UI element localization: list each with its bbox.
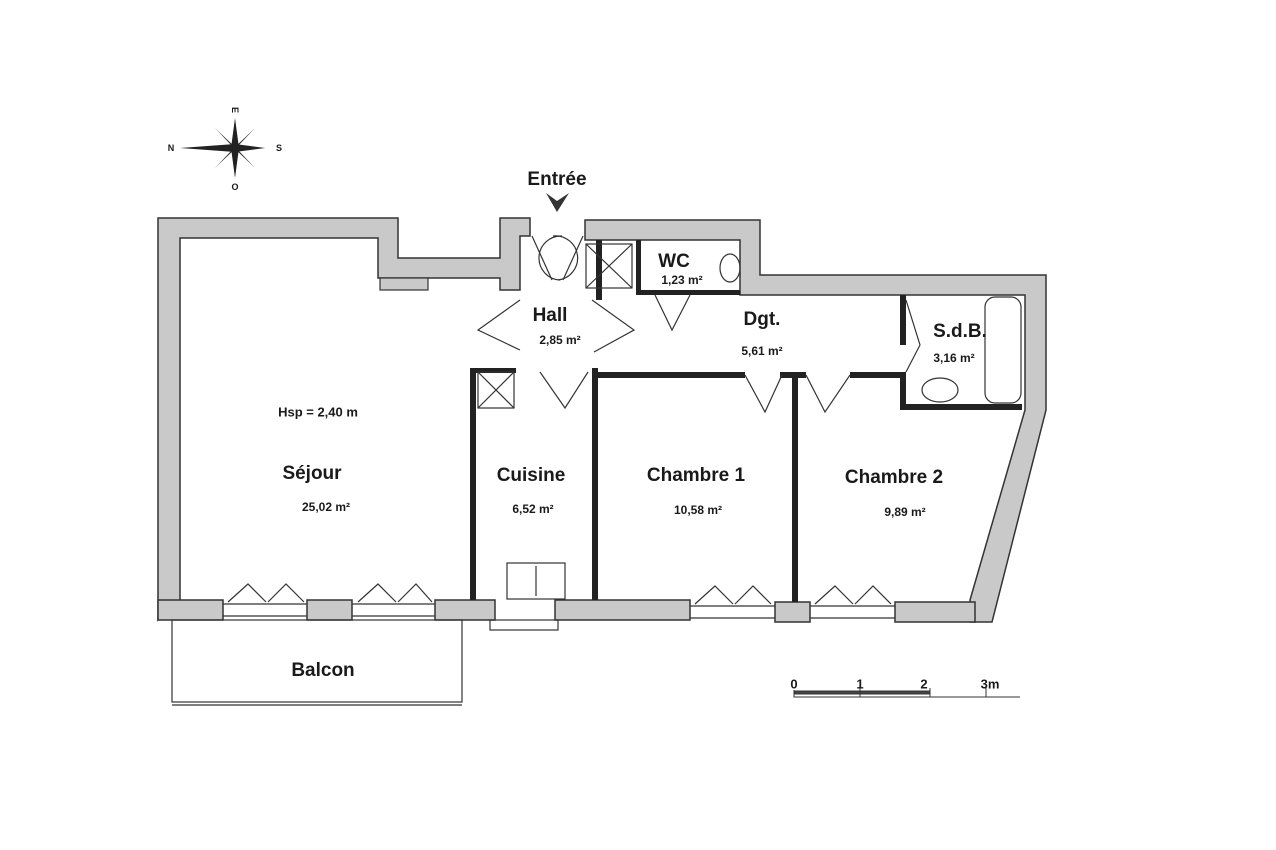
entrance-label: Entrée: [527, 169, 587, 190]
compass-west: O: [231, 182, 239, 192]
scale-tick: 1: [856, 676, 864, 692]
interior-walls: [470, 240, 1022, 602]
room-name-dgt: Dgt.: [743, 309, 781, 330]
room-area-chambre-1: 10,58 m²: [673, 503, 723, 517]
compass-east: E: [230, 106, 240, 114]
room-area-dgt: 5,61 m²: [741, 344, 783, 358]
room-area-wc: 1,23 m²: [661, 273, 703, 287]
scale-tick: 3m: [980, 676, 1000, 692]
room-name-chambre-2: Chambre 2: [844, 467, 944, 488]
room-name-sejour: Séjour: [282, 463, 342, 484]
room-area-sejour: 25,02 m²: [301, 500, 351, 514]
windows: [223, 277, 895, 631]
compass-rose-icon: [180, 118, 265, 178]
room-area-hall: 2,85 m²: [539, 333, 581, 347]
compass-south: S: [275, 143, 283, 153]
room-area-chambre-2: 9,89 m²: [884, 505, 926, 519]
scale-tick: 0: [790, 676, 798, 692]
room-name-sdb: S.d.B.: [933, 321, 987, 342]
ceiling-height: Hsp = 2,40 m: [278, 404, 358, 420]
room-name-wc: WC: [658, 251, 690, 272]
scale-tick: 2: [920, 676, 928, 692]
entrance-arrow-icon: [546, 193, 569, 212]
room-name-hall: Hall: [532, 305, 568, 326]
balcony-label: Balcon: [291, 660, 355, 681]
exterior-walls: [157, 217, 1047, 623]
scale-bar: [793, 688, 1020, 698]
compass-north: N: [167, 143, 175, 153]
room-area-cuisine: 6,52 m²: [512, 502, 554, 516]
doors: [171, 235, 1022, 706]
room-area-sdb: 3,16 m²: [933, 351, 975, 365]
room-name-chambre-1: Chambre 1: [646, 465, 746, 486]
room-name-cuisine: Cuisine: [496, 465, 566, 486]
